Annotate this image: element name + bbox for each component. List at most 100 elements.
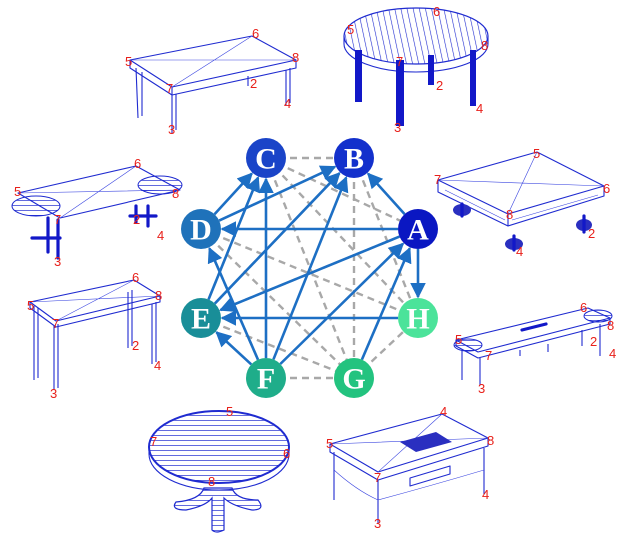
svg-text:8: 8 — [172, 186, 179, 201]
svg-text:7: 7 — [150, 434, 157, 449]
graph-node-label: F — [257, 363, 275, 396]
table-pedestal-round-bottom-keypoints: 5 6 7 8 — [150, 404, 290, 489]
graph-node-C: C — [246, 138, 286, 178]
directed-edge-F-D — [207, 246, 260, 361]
svg-text:2: 2 — [133, 212, 140, 227]
svg-text:7: 7 — [54, 212, 61, 227]
svg-text:3: 3 — [394, 120, 401, 135]
svg-text:7: 7 — [396, 54, 403, 69]
svg-text:4: 4 — [440, 404, 447, 419]
svg-text:7: 7 — [166, 81, 173, 96]
undirected-edge-C-H — [265, 157, 419, 319]
svg-text:7: 7 — [374, 470, 381, 485]
graph-node-label: G — [342, 363, 365, 396]
graph-node-G: G — [334, 358, 374, 398]
graph-node-circle — [334, 138, 374, 178]
svg-text:5: 5 — [455, 332, 462, 347]
svg-text:3: 3 — [478, 381, 485, 396]
graph-node-circle — [181, 298, 221, 338]
svg-text:4: 4 — [482, 487, 489, 502]
svg-text:4: 4 — [154, 358, 161, 373]
svg-text:6: 6 — [134, 156, 141, 171]
graph-node-F: F — [246, 358, 286, 398]
svg-text:2: 2 — [250, 76, 257, 91]
svg-text:4: 4 — [609, 346, 616, 361]
graph-node-circle — [181, 209, 221, 249]
table-rect-top — [129, 35, 297, 133]
table-trestle-coffee-bottom-keypoints: 4 5 7 8 4 3 — [326, 404, 494, 531]
svg-text:4: 4 — [516, 244, 523, 259]
directed-edge-F-E — [215, 331, 253, 366]
svg-text:5: 5 — [27, 298, 34, 313]
svg-text:7: 7 — [434, 172, 441, 187]
table-trestle-coffee-bottom — [329, 413, 489, 524]
svg-text:6: 6 — [603, 181, 610, 196]
svg-text:2: 2 — [132, 338, 139, 353]
graph-node-label: B — [344, 143, 364, 176]
graph-node-label: E — [191, 303, 211, 336]
svg-text:8: 8 — [292, 50, 299, 65]
graph-node-circle — [246, 358, 286, 398]
svg-text:5: 5 — [347, 22, 354, 37]
svg-text:5: 5 — [226, 404, 233, 419]
graph-node-E: E — [181, 298, 221, 338]
directed-edge-A-E — [218, 235, 400, 312]
graph-node-D: D — [181, 209, 221, 249]
table-extension-right — [453, 307, 613, 385]
svg-text:2: 2 — [588, 226, 595, 241]
svg-text:4: 4 — [157, 228, 164, 243]
graph-node-H: H — [398, 298, 438, 338]
table-pedestal-round-bottom — [148, 410, 290, 533]
directed-edge-E-C — [207, 176, 261, 300]
undirected-edge-E-G — [200, 316, 355, 380]
svg-text:5: 5 — [326, 436, 333, 451]
svg-text:5: 5 — [125, 54, 132, 69]
directed-edge-A-B — [367, 172, 406, 216]
directed-edge-G-A — [360, 246, 412, 361]
directed-edge-D-B — [218, 165, 337, 222]
table-extension-right-keypoints: 5 6 7 8 2 4 3 — [455, 300, 616, 396]
table-carved-coffee-right — [437, 151, 605, 252]
svg-text:2: 2 — [590, 334, 597, 349]
graph-node-label: H — [406, 303, 429, 336]
svg-text:3: 3 — [374, 516, 381, 531]
graph-node-label: D — [190, 214, 212, 247]
table-rect-top-keypoints: 5 6 7 8 2 4 3 — [125, 26, 299, 137]
undirected-edge-C-G — [264, 157, 356, 379]
graph-node-circle — [398, 209, 438, 249]
svg-text:6: 6 — [252, 26, 259, 41]
svg-text:8: 8 — [487, 433, 494, 448]
directed-edge-F-B — [272, 176, 349, 360]
svg-text:5: 5 — [533, 146, 540, 161]
table-bench-left-keypoints: 5 6 7 8 2 4 3 — [14, 156, 179, 269]
svg-text:4: 4 — [476, 101, 483, 116]
directed-edge-E-B — [213, 172, 341, 305]
undirected-edge-C-A — [265, 156, 419, 231]
undirected-edge-B-H — [352, 157, 420, 319]
undirected-edge-D-G — [200, 228, 355, 379]
graph-node-label: A — [407, 214, 429, 247]
undirected-edge-D-H — [200, 227, 419, 320]
table-console-left-keypoints: 5 6 7 8 2 4 3 — [27, 270, 162, 401]
graph-node-circle — [398, 298, 438, 338]
svg-text:4: 4 — [284, 96, 291, 111]
svg-text:7: 7 — [52, 316, 59, 331]
svg-text:3: 3 — [54, 254, 61, 269]
table-carved-coffee-right-keypoints: 5 6 7 8 2 4 — [434, 146, 610, 259]
table-bench-left — [11, 165, 183, 260]
graph-node-A: A — [398, 209, 438, 249]
directed-edge-F-A — [279, 242, 405, 365]
svg-text:6: 6 — [580, 300, 587, 315]
directed-edge-D-C — [213, 172, 253, 216]
table-console-left — [29, 279, 161, 390]
svg-text:8: 8 — [481, 38, 488, 53]
svg-text:8: 8 — [506, 207, 513, 222]
svg-text:2: 2 — [436, 78, 443, 93]
graph-node-label: C — [255, 143, 277, 176]
directed-edges — [207, 165, 426, 366]
graph-nodes: A B C D E F G H — [181, 138, 438, 398]
table-round-top-right-keypoints: 5 6 7 8 2 4 3 — [347, 4, 488, 135]
svg-text:6: 6 — [283, 446, 290, 461]
svg-text:6: 6 — [433, 4, 440, 19]
